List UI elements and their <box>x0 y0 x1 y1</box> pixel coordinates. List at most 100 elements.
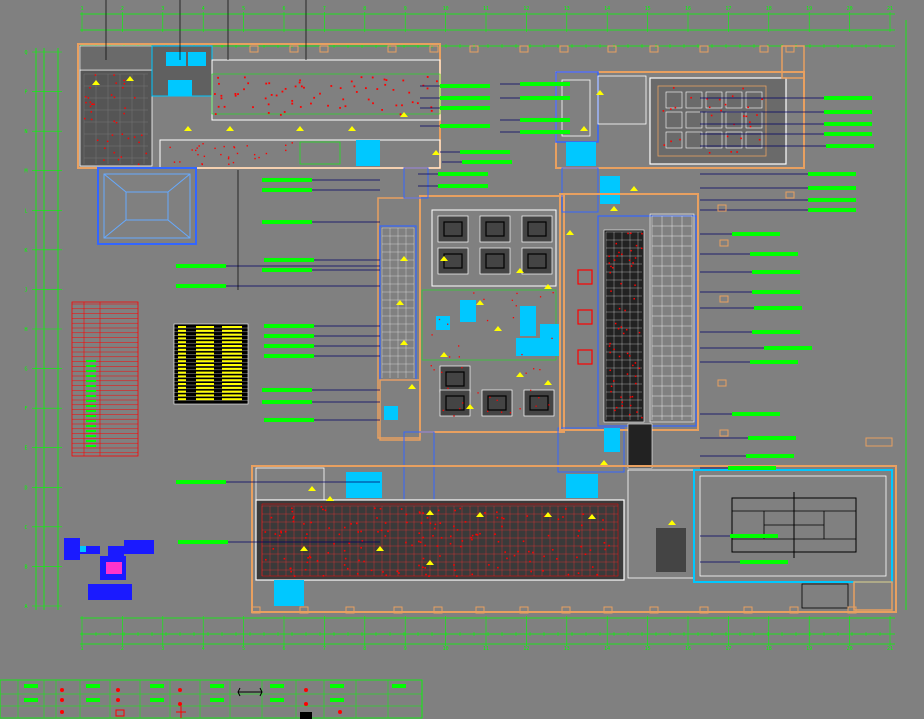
fixture-symbol <box>582 513 585 515</box>
annotation-tag <box>808 172 856 176</box>
axis-top-label: 2 <box>121 6 124 12</box>
fixture-symbol <box>624 309 626 312</box>
legend-mark <box>86 410 96 412</box>
fixture-symbol <box>113 74 115 76</box>
equipment-symbol <box>494 326 502 331</box>
equipment-symbol <box>300 546 308 551</box>
annotation-tag <box>264 258 314 262</box>
fixture-symbol <box>628 355 631 357</box>
fixture-symbol <box>502 517 505 520</box>
fixture-symbol <box>476 534 479 536</box>
fixture-symbol <box>475 533 477 536</box>
ceiling-panel <box>705 131 723 149</box>
schedule-cell <box>178 360 186 363</box>
axis-left-label: J <box>24 287 27 293</box>
schedule-cell <box>178 367 186 370</box>
column-marker <box>393 606 403 614</box>
annotation-tag <box>740 560 788 564</box>
equipment-symbol <box>600 460 608 465</box>
fixture-symbol <box>370 569 373 572</box>
schedule-cell <box>178 379 186 382</box>
fixture-symbol <box>303 86 305 89</box>
legend-tag <box>270 684 284 688</box>
fixture-symbol <box>350 523 352 525</box>
column-marker <box>345 606 355 614</box>
axis-top-label: 17 <box>725 6 731 12</box>
equipment-symbol <box>544 284 552 289</box>
annotation-tag <box>824 96 872 100</box>
axis-bottom-label: 3 <box>161 646 164 652</box>
fixture-symbol <box>328 527 330 529</box>
fixture-symbol <box>379 507 382 510</box>
meeting-table <box>445 395 465 411</box>
fixture-symbol <box>291 142 293 144</box>
fixture-symbol <box>530 389 532 392</box>
axis-top-label: 5 <box>242 6 245 12</box>
axis-top-label: 10 <box>443 6 449 12</box>
equipment-symbol <box>476 300 484 305</box>
fixture-symbol <box>367 98 370 101</box>
axis-bottom-label: 7 <box>323 646 326 652</box>
meeting-table <box>485 221 505 237</box>
fixture-symbol <box>634 284 636 286</box>
legend-mark <box>86 380 96 382</box>
axis-bottom-label: 20 <box>847 646 853 652</box>
fixture-symbol <box>214 147 216 150</box>
annotation-tag <box>176 264 226 268</box>
fixture-symbol <box>283 111 286 113</box>
meeting-room <box>479 247 511 275</box>
schedule-cell <box>196 398 214 401</box>
annotation-tag <box>176 480 226 484</box>
fixture-symbol <box>539 296 542 298</box>
axis-top-label: 21 <box>887 6 893 12</box>
axis-bottom-label: 15 <box>645 646 651 652</box>
fixture-symbol <box>343 526 346 529</box>
legend-mark <box>86 405 96 407</box>
axis-left-label: K <box>24 248 27 254</box>
fixture-symbol <box>635 382 637 385</box>
fixture-symbol <box>638 331 641 334</box>
fixture-symbol <box>525 372 527 374</box>
fixture-symbol <box>439 522 442 525</box>
schedule-cell <box>222 379 242 382</box>
annotation-tag <box>730 534 778 538</box>
fixture-symbol <box>442 409 444 412</box>
axis-left-label: M <box>24 169 27 175</box>
annotation-tag <box>262 268 312 272</box>
equipment-symbol <box>348 126 356 131</box>
fixture-symbol <box>344 105 347 108</box>
fixture-symbol <box>383 78 386 81</box>
fixture-symbol <box>447 387 449 390</box>
fixture-symbol <box>609 342 611 345</box>
annotation-tag <box>460 150 510 154</box>
fixture-symbol <box>203 155 206 158</box>
fixture-symbol <box>408 91 411 94</box>
fixture-symbol <box>542 570 544 572</box>
fixture-symbol <box>441 371 443 374</box>
fixture-symbol <box>169 146 171 149</box>
fixture-symbol <box>220 97 223 100</box>
fixture-symbol <box>487 410 489 412</box>
fixture-symbol <box>730 151 732 153</box>
fixture-symbol <box>424 544 427 547</box>
fixture-symbol <box>603 542 606 544</box>
ceiling-panel <box>665 111 683 129</box>
meeting-room <box>481 389 513 417</box>
annotation-tag <box>262 188 312 192</box>
legend-rows <box>72 302 138 456</box>
column-marker <box>699 606 709 614</box>
axis-bottom-label: 21 <box>887 646 893 652</box>
fixture-symbol <box>636 411 638 413</box>
fixture-symbol <box>258 156 260 159</box>
fixture-symbol <box>618 307 621 310</box>
fixture-symbol <box>630 249 632 252</box>
fixture-symbol <box>220 153 222 156</box>
fixture-symbol <box>528 550 530 553</box>
fixture-symbol <box>201 163 203 166</box>
axis-bottom-label: 10 <box>443 646 449 652</box>
schedule-cell <box>196 383 214 385</box>
column-marker <box>559 45 569 53</box>
ceiling-panel <box>665 91 683 109</box>
